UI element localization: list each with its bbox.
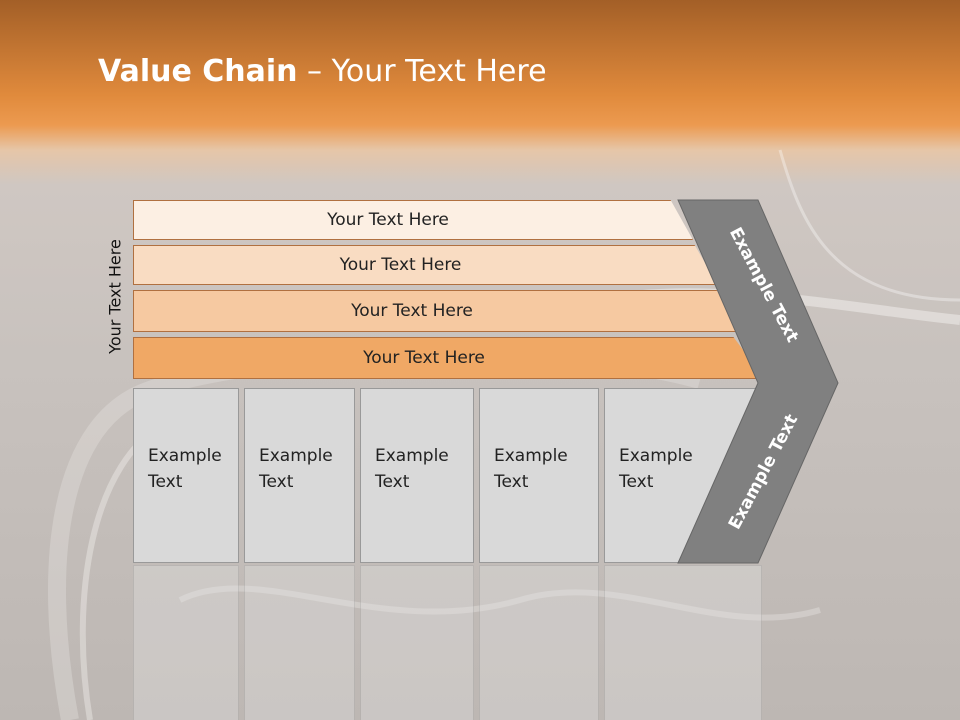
value-bar-label: Your Text Here <box>339 255 462 275</box>
value-bar-3: Your Text Here <box>133 290 741 332</box>
value-bar-label: Your Text Here <box>351 301 473 321</box>
activity-box-label: Example Text <box>494 446 568 492</box>
value-bar-label: Your Text Here <box>363 348 485 368</box>
activity-box-2: Example Text <box>244 388 355 563</box>
activity-box-3: Example Text <box>360 388 474 563</box>
activity-box-label: Example Text <box>375 446 449 492</box>
activity-box-label: Example Text <box>259 446 333 492</box>
value-bar-2: Your Text Here <box>133 245 718 285</box>
activity-box-1: Example Text <box>133 388 239 563</box>
slide-title: Value Chain – Your Text Here <box>98 54 547 89</box>
value-bar-4: Your Text Here <box>133 337 765 379</box>
value-bar-1: Your Text Here <box>133 200 693 240</box>
activity-box-4: Example Text <box>479 388 599 563</box>
activity-box-label: Example Text <box>148 446 222 492</box>
activity-box-label: Example Text <box>619 446 693 492</box>
value-bar-label: Your Text Here <box>327 210 449 230</box>
